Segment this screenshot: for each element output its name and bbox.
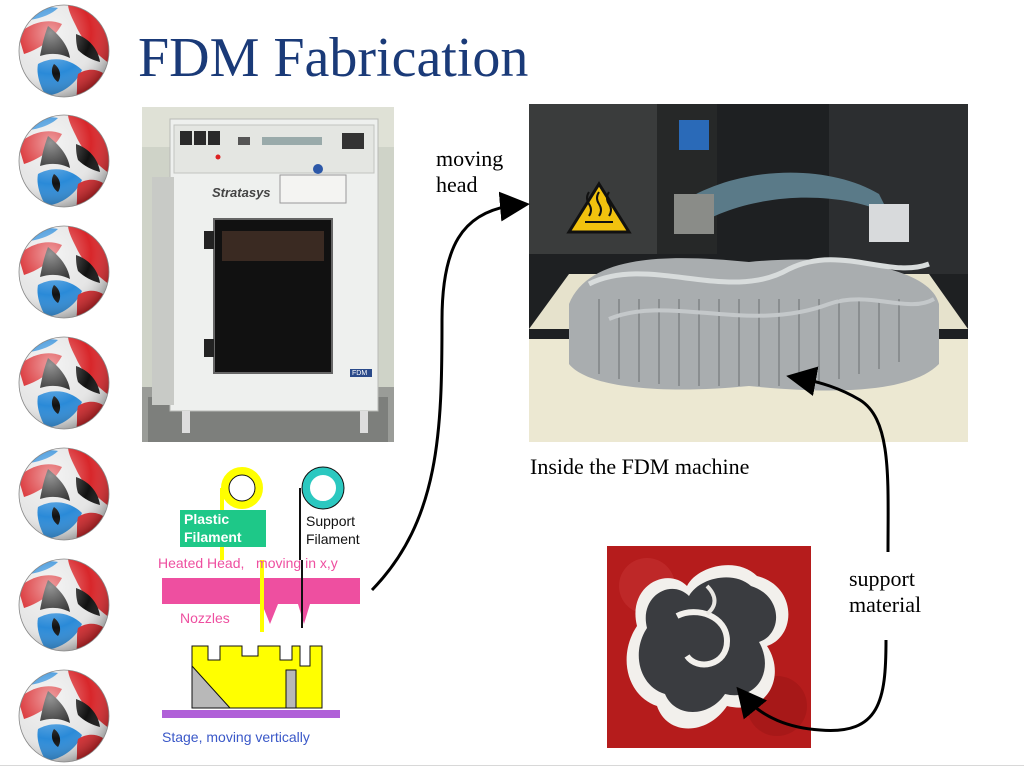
inside-machine-caption: Inside the FDM machine (530, 454, 750, 479)
moving-head-label-line1: moving (436, 146, 504, 171)
fdm-machine-illustration (142, 107, 394, 442)
support-filament-label-line2: Filament (306, 531, 360, 548)
bottom-divider (0, 765, 1024, 766)
support-filament-label-line1: Support (306, 513, 356, 529)
moving-head-label: moving head (436, 146, 503, 199)
plastic-filament-label-line1: Plastic (184, 511, 230, 527)
support-material-arrow-bottom (736, 639, 888, 732)
inside-machine-illustration (529, 104, 968, 442)
machine-brand-label: Stratasys (212, 185, 271, 200)
page-title: FDM Fabrication (138, 27, 529, 89)
moving-head-arrow (370, 191, 530, 592)
support-material-label-line2: material (849, 592, 922, 618)
support-material-label: support material (849, 566, 921, 619)
plastic-filament-label-line2: Filament (184, 528, 242, 545)
support-filament-spool (302, 467, 344, 509)
support-filament-label: Support Filament (306, 512, 360, 548)
support-material-arrow-top (786, 366, 890, 553)
fdm-machine-photo: Stratasys FDM (142, 107, 394, 442)
inside-machine-photo (529, 104, 968, 442)
support-structure (191, 664, 232, 709)
nozzles-label: Nozzles (180, 610, 230, 626)
machine-model-label: FDM (352, 370, 368, 377)
plastic-filament-label: Plastic Filament (180, 510, 266, 547)
plastic-filament-spool (221, 467, 263, 509)
stage-label: Stage, moving vertically (162, 729, 310, 745)
heated-head-label: Heated Head, moving in x,y (158, 555, 338, 571)
support-material-part-photo (607, 546, 811, 748)
build-stage (162, 710, 340, 718)
moving-head-label-line2: head (436, 172, 478, 198)
support-material-label-line1: support (849, 566, 915, 591)
hot-surface-warning-icon (566, 181, 632, 234)
